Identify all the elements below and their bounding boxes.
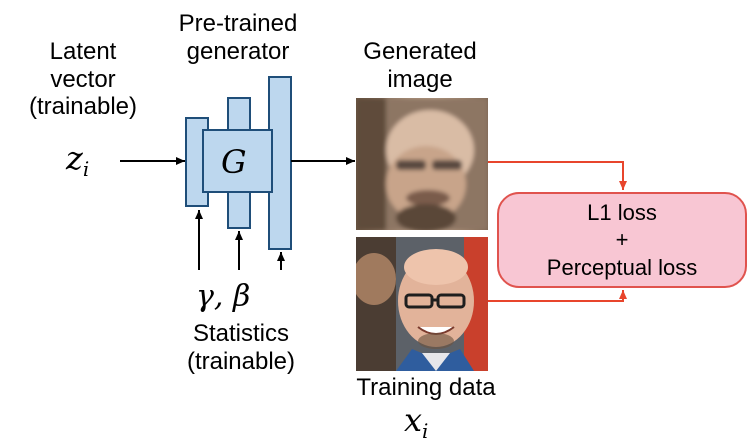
latent-symbol-z: z bbox=[66, 139, 83, 177]
loss-box: L1 loss + Perceptual loss bbox=[497, 192, 747, 288]
statistics-symbol: γ, β bbox=[196, 282, 250, 312]
latent-label-line2: vector bbox=[50, 65, 116, 93]
latent-symbol: zi bbox=[66, 142, 89, 180]
generator-core-box bbox=[202, 129, 273, 193]
generated-image bbox=[356, 98, 488, 230]
training-label-text: Training data bbox=[356, 374, 496, 401]
loss-plus: + bbox=[615, 227, 629, 253]
training-symbol-subscript: i bbox=[422, 419, 429, 443]
statistics-label: Statistics (trainable) bbox=[166, 320, 316, 375]
generator-symbol-g: G bbox=[221, 143, 247, 181]
generated-label: Generated image bbox=[340, 38, 500, 93]
training-face-icon bbox=[356, 237, 488, 371]
statistics-label-line1: Statistics bbox=[192, 320, 290, 347]
generator-symbol: G bbox=[221, 146, 247, 178]
generator-title-line1: Pre-trained bbox=[178, 10, 298, 37]
latent-label: Latent vector (trainable) bbox=[8, 38, 158, 121]
training-image bbox=[356, 237, 488, 371]
latent-symbol-subscript: i bbox=[82, 157, 90, 181]
training-label: Training data bbox=[336, 374, 516, 402]
generator-title: Pre-trained generator bbox=[158, 10, 318, 65]
latent-label-line1: Latent bbox=[49, 38, 117, 65]
loss-line3: Perceptual loss bbox=[546, 254, 698, 280]
generated-label-line2: image bbox=[387, 65, 453, 93]
statistics-symbol-text: γ, β bbox=[196, 279, 251, 314]
training-symbol-x: x bbox=[404, 401, 423, 439]
loss-line1: L1 loss bbox=[587, 199, 657, 225]
latent-label-line3: (trainable) bbox=[28, 93, 138, 121]
generated-label-line1: Generated bbox=[363, 38, 477, 65]
generator-title-line2: generator bbox=[186, 37, 290, 65]
statistics-label-line2: (trainable) bbox=[186, 347, 296, 375]
generated-face-icon bbox=[356, 98, 488, 230]
training-loss-arrow bbox=[488, 290, 627, 302]
generated-loss-arrow bbox=[488, 161, 627, 190]
training-symbol: xi bbox=[404, 404, 428, 442]
